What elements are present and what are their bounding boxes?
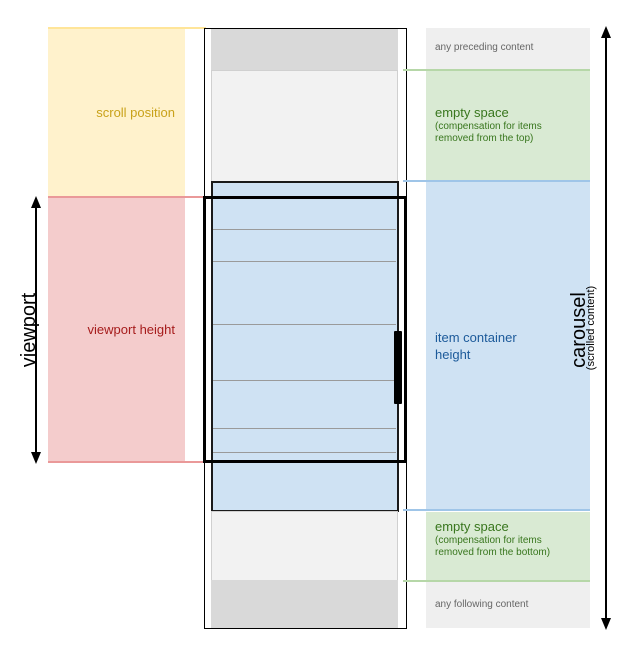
viewport-top-line	[48, 196, 206, 198]
carousel-arrow-icon	[601, 26, 611, 630]
scrollbar-thumb[interactable]	[394, 331, 402, 404]
scroll-position-label: scroll position	[96, 105, 175, 120]
item-divider	[213, 229, 396, 230]
item-divider	[213, 428, 396, 429]
following-content-block	[426, 582, 590, 628]
carousel-empty-top-block	[211, 70, 398, 182]
empty-space-bottom-line	[403, 580, 590, 582]
carousel-following-block	[211, 580, 398, 628]
viewport-bottom-line	[48, 461, 206, 463]
item-container-height-block	[426, 181, 590, 511]
item-divider	[213, 261, 396, 262]
empty-space-top-detail: (compensation for items removed from the…	[435, 121, 542, 144]
carousel-empty-bottom-block	[211, 511, 398, 581]
empty-space-top-title: empty space	[435, 105, 509, 120]
empty-space-bottom-title: empty space	[435, 519, 509, 534]
carousel-axis-sublabel: (scrolled content)	[585, 285, 597, 371]
item-container-height-label: item container height	[435, 330, 517, 362]
empty-space-top-block	[426, 70, 590, 181]
item-divider	[213, 452, 396, 453]
viewport-axis-label: viewport	[18, 292, 40, 368]
item-container-top-line	[403, 180, 590, 182]
preceding-content-block	[426, 28, 590, 70]
empty-space-top-line	[403, 69, 590, 71]
item-container-bottom-line	[403, 509, 590, 511]
empty-space-bottom-block	[426, 512, 590, 580]
viewport-height-label: viewport height	[87, 322, 175, 337]
preceding-content-label: any preceding content	[435, 42, 534, 53]
viewport-height-band	[48, 198, 185, 462]
empty-space-bottom-detail: (compensation for items removed from the…	[435, 535, 551, 558]
scroll-position-top-line	[48, 27, 206, 29]
scroll-position-band	[48, 28, 185, 197]
item-divider	[213, 380, 396, 381]
viewport-frame	[203, 196, 407, 463]
viewport-arrow-icon	[31, 196, 41, 464]
following-content-label: any following content	[435, 599, 529, 610]
item-divider	[213, 324, 396, 325]
carousel-preceding-block	[211, 28, 398, 70]
